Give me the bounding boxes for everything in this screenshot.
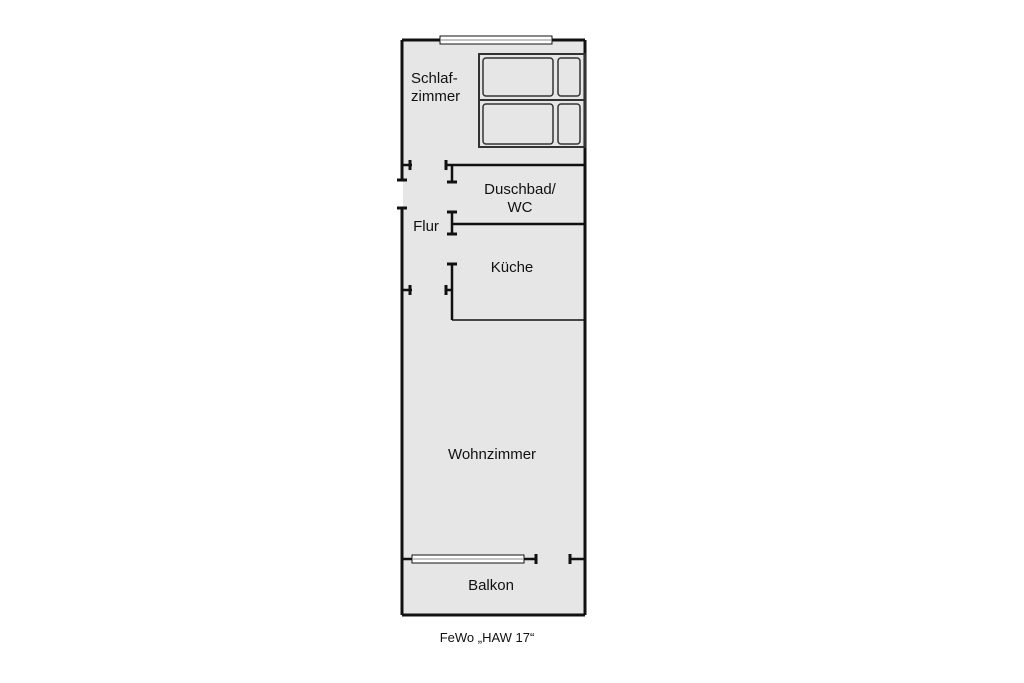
double-bed-icon bbox=[478, 53, 586, 148]
duschbad-label-line2: WC bbox=[508, 199, 533, 216]
flur-label: Flur bbox=[413, 218, 439, 235]
door-jambs bbox=[397, 160, 572, 564]
duschbad-label-line1: Duschbad/ bbox=[484, 181, 557, 198]
plan-caption: FeWo „HAW 17“ bbox=[440, 630, 535, 645]
interior-walls bbox=[402, 163, 585, 561]
kueche-label: Küche bbox=[491, 259, 534, 276]
schlafzimmer-label-line2: zimmer bbox=[411, 88, 460, 105]
apartment-floor bbox=[403, 41, 584, 614]
bedroom-window bbox=[439, 35, 553, 45]
balkon-label: Balkon bbox=[468, 577, 514, 594]
balcony-window bbox=[411, 554, 525, 564]
schlafzimmer-label-line1: Schlaf- bbox=[411, 70, 458, 87]
wohnzimmer-label: Wohnzimmer bbox=[448, 446, 536, 463]
